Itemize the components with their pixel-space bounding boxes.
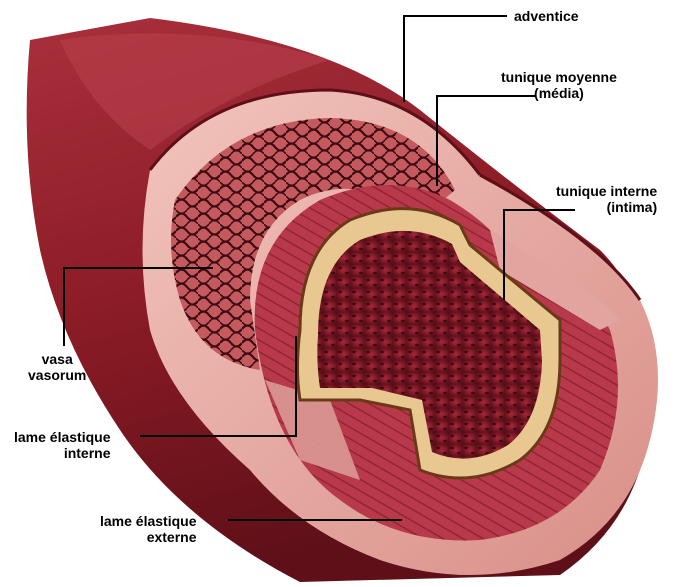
label-vasa-line1: vasa bbox=[28, 351, 86, 367]
label-tunique-interne: tunique interne (intima) bbox=[556, 183, 657, 215]
label-adventice: adventice bbox=[514, 8, 579, 24]
label-intima-line2: (intima) bbox=[556, 199, 657, 215]
label-vasa-vasorum: vasa vasorum bbox=[28, 351, 86, 383]
label-lei-line1: lame élastique bbox=[14, 429, 111, 445]
label-vasa-line2: vasorum bbox=[28, 367, 86, 383]
label-tunique-moyenne: tunique moyenne (média) bbox=[501, 69, 617, 101]
label-lee-line2: externe bbox=[100, 529, 197, 545]
label-media-line1: tunique moyenne bbox=[501, 69, 617, 85]
label-lee-line1: lame élastique bbox=[100, 513, 197, 529]
label-lame-elastique-interne: lame élastique interne bbox=[14, 429, 111, 461]
label-lame-elastique-externe: lame élastique externe bbox=[100, 513, 197, 545]
leader-adventice bbox=[404, 16, 507, 102]
label-adventice-text: adventice bbox=[514, 8, 579, 24]
label-media-line2: (média) bbox=[501, 85, 617, 101]
label-intima-line1: tunique interne bbox=[556, 183, 657, 199]
label-lei-line2: interne bbox=[14, 445, 111, 461]
